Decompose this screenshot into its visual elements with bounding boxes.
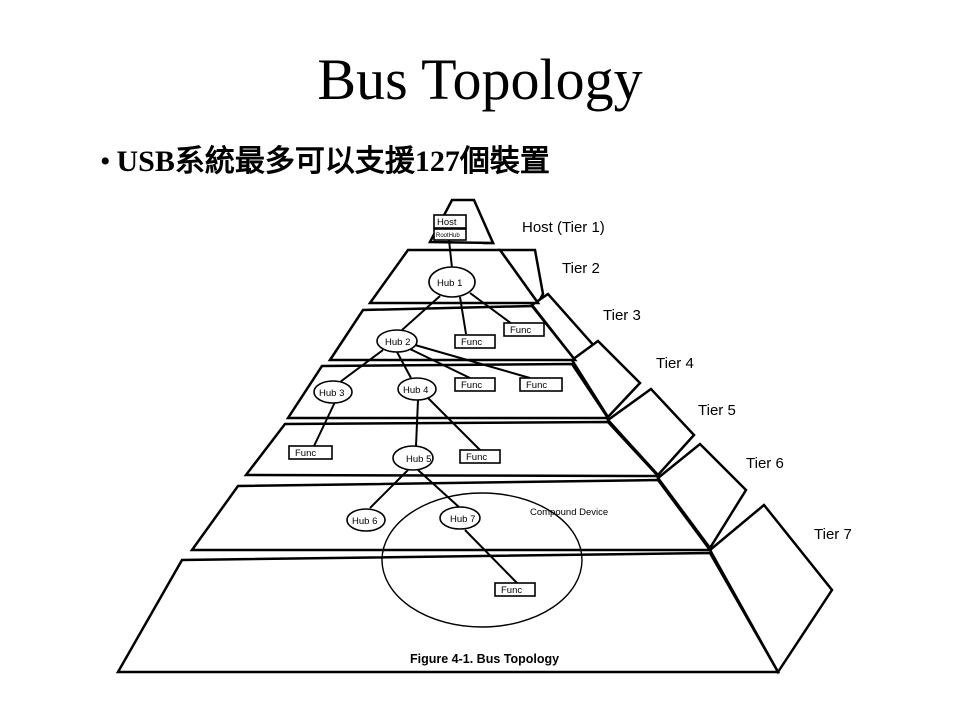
func-label: Func — [461, 380, 482, 391]
func-box — [503, 322, 545, 337]
tier-4-label: Tier 4 — [656, 355, 694, 372]
hub-6 — [346, 508, 386, 532]
root-hub-label: RootHub — [436, 233, 460, 239]
tier-3-label: Tier 3 — [603, 307, 641, 324]
hub-2-label: Hub 2 — [385, 337, 410, 348]
func-box — [454, 334, 496, 349]
compound-device-outline — [381, 492, 583, 628]
func-box — [459, 449, 501, 464]
tier-5-label: Tier 5 — [698, 402, 736, 419]
hub-2 — [376, 329, 418, 353]
tier-1-label: Host (Tier 1) — [522, 219, 605, 236]
func-box — [519, 377, 563, 392]
func-label: Func — [501, 585, 522, 596]
func-box — [288, 445, 333, 460]
connections — [313, 239, 531, 584]
bullet-point: •USB系統最多可以支援127個裝置 — [100, 136, 550, 180]
hub-3-label: Hub 3 — [319, 388, 344, 399]
hub-5 — [392, 445, 434, 471]
tier-5-face — [243, 420, 661, 478]
root-hub-box — [433, 228, 467, 241]
tier-6-label: Tier 6 — [746, 455, 784, 472]
bullet-dot: • — [100, 145, 111, 178]
host-box — [433, 214, 467, 229]
hub-5-label: Hub 5 — [406, 454, 431, 465]
tier-7-label: Tier 7 — [814, 526, 852, 543]
hub-7-label: Hub 7 — [450, 514, 475, 525]
func-box — [494, 582, 536, 597]
tier-2-label: Tier 2 — [562, 260, 600, 277]
figure-caption: Figure 4-1. Bus Topology — [410, 652, 559, 666]
host-label: Host — [437, 217, 457, 228]
bullet-text: USB系統最多可以支援127個裝置 — [116, 145, 550, 178]
hub-4-label: Hub 4 — [403, 385, 428, 396]
hub-4 — [397, 377, 437, 401]
hub-3 — [313, 380, 353, 404]
func-label: Func — [461, 337, 482, 348]
hub-6-label: Hub 6 — [352, 516, 377, 527]
compound-device-label: Compound Device — [530, 507, 608, 518]
tier-7-face — [115, 551, 781, 674]
hub-1 — [428, 266, 476, 298]
slide-title: Bus Topology — [317, 47, 643, 112]
func-label: Func — [295, 448, 316, 459]
func-box — [454, 377, 496, 392]
func-label: Func — [466, 452, 487, 463]
func-label: Func — [510, 325, 531, 336]
func-label: Func — [526, 380, 547, 391]
hub-7 — [439, 506, 481, 530]
hub-1-label: Hub 1 — [437, 278, 462, 289]
